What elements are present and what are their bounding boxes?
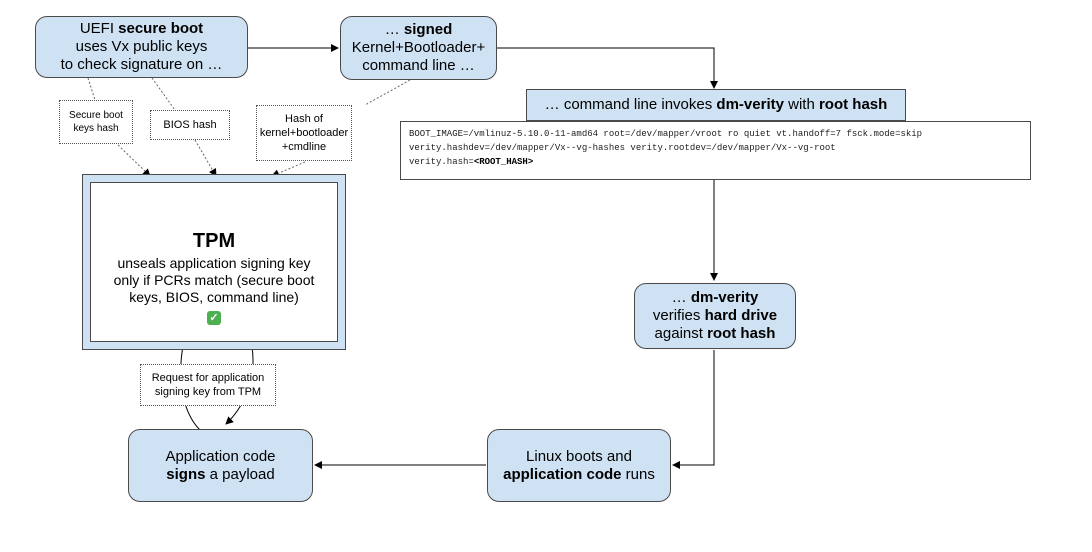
uefi-line2: uses Vx public keys [75, 38, 208, 55]
app-line2-text: a payload [205, 465, 275, 483]
dotted-signed-to-kernel-hash [364, 79, 411, 106]
app-line2: signs a payload [166, 466, 274, 484]
tpm-inner-panel: TPM unseals application signing key only… [90, 182, 338, 342]
arrow-signed-to-cmdline [497, 47, 718, 89]
checkmark-icon: ✓ [207, 311, 221, 325]
signed-line3: command line … [362, 57, 475, 74]
uefi-line1-bold: secure boot [118, 20, 204, 37]
cmdline-bold1: dm-verity [716, 96, 784, 113]
dmverity-line3: against root hash [655, 325, 776, 343]
signed-kernel-box: … signed Kernel+Bootloader+ command line… [340, 16, 497, 80]
kernel-hash-note: Hash of kernel+bootloader +cmdline [256, 105, 352, 161]
kernel-cmdline-code: BOOT_IMAGE=/vmlinuz-5.10.0-11-amd64 root… [400, 121, 1031, 180]
dmverity-line1: … dm-verity [672, 289, 759, 307]
app-line1: Application code [165, 447, 276, 465]
tpm-box: TPM unseals application signing key only… [82, 174, 346, 350]
tpm-line3: keys, BIOS, command line) [129, 289, 299, 305]
dmverity-line2-text: verifies [652, 307, 705, 324]
code-root-hash: <ROOT_HASH> [473, 157, 534, 167]
bios-hash-text: BIOS hash [163, 119, 217, 131]
kernel-hash-line3: +cmdline [281, 141, 327, 153]
application-code-box: Application code signs a payload [128, 429, 313, 502]
signing-key-request-note: Request for application signing key from… [140, 364, 276, 406]
dmverity-line2: verifies hard drive [653, 307, 777, 325]
linux-line2: application code runs [503, 466, 655, 484]
uefi-line1-text: UEFI [79, 20, 119, 37]
uefi-line1: UEFI secure boot [80, 20, 203, 38]
linux-line2-text: runs [621, 465, 655, 483]
linux-line2-bold: application code [503, 465, 622, 483]
uefi-secure-boot-box: UEFI secure boot uses Vx public keys to … [35, 16, 248, 78]
signed-line1-text: … [384, 21, 404, 38]
tpm-line1: unseals application signing key [117, 255, 311, 271]
request-note-line1: Request for application [151, 372, 265, 384]
dmverity-line3-text: against [654, 325, 708, 342]
dmverity-line1-text: … [671, 289, 691, 306]
arrow-dmverity-to-linux [672, 350, 715, 469]
linux-line1: Linux boots and [526, 447, 632, 465]
code-line3: verity.hash=<ROOT_HASH> [409, 155, 1022, 169]
tpm-line2: only if PCRs match (secure boot [113, 272, 315, 288]
linux-boots-box: Linux boots and application code runs [487, 429, 671, 502]
app-line2-bold: signs [166, 465, 206, 483]
cmdline-mid: with [783, 96, 819, 113]
kernel-hash-line1: Hash of [285, 113, 323, 125]
cmdline-bold2: root hash [818, 96, 888, 113]
bios-hash-note: BIOS hash [150, 110, 230, 140]
dmverity-line3-bold: root hash [707, 325, 776, 342]
dmverity-line2-bold: hard drive [704, 307, 778, 324]
dotted-uefi-to-bios-hash [151, 77, 176, 111]
kernel-hash-line2: kernel+bootloader [259, 127, 349, 139]
dmverity-line1-bold: dm-verity [690, 289, 759, 306]
secure-boot-keys-hash-note: Secure boot keys hash [59, 100, 133, 144]
secure-boot-note-line2: keys hash [73, 123, 119, 134]
dotted-uefi-to-secure-boot-hash [87, 77, 96, 101]
signed-line1: … signed [385, 21, 453, 39]
cmdline-header: … command line invokes dm-verity with ro… [545, 96, 888, 114]
cmdline-dmverity-box: … command line invokes dm-verity with ro… [526, 89, 906, 121]
code-line1: BOOT_IMAGE=/vmlinuz-5.10.0-11-amd64 root… [409, 129, 923, 139]
cmdline-pre: … command line invokes [544, 96, 717, 113]
tpm-title: TPM [192, 230, 236, 252]
dotted-kernel-hash-to-tpm [271, 161, 306, 177]
signed-line1-bold: signed [403, 21, 453, 38]
signed-line2: Kernel+Bootloader+ [351, 39, 486, 56]
dmverity-box: … dm-verity verifies hard drive against … [634, 283, 796, 349]
uefi-line3: to check signature on … [60, 56, 223, 73]
code-line3-text: verity.hash= [409, 157, 474, 167]
secure-boot-note-line1: Secure boot [69, 110, 123, 121]
code-line2: verity.hashdev=/dev/mapper/Vx--vg-hashes… [409, 143, 836, 153]
dotted-secure-boot-hash-to-tpm [117, 144, 151, 177]
dotted-bios-hash-to-tpm [194, 139, 217, 177]
request-note-line2: signing key from TPM [154, 386, 262, 398]
